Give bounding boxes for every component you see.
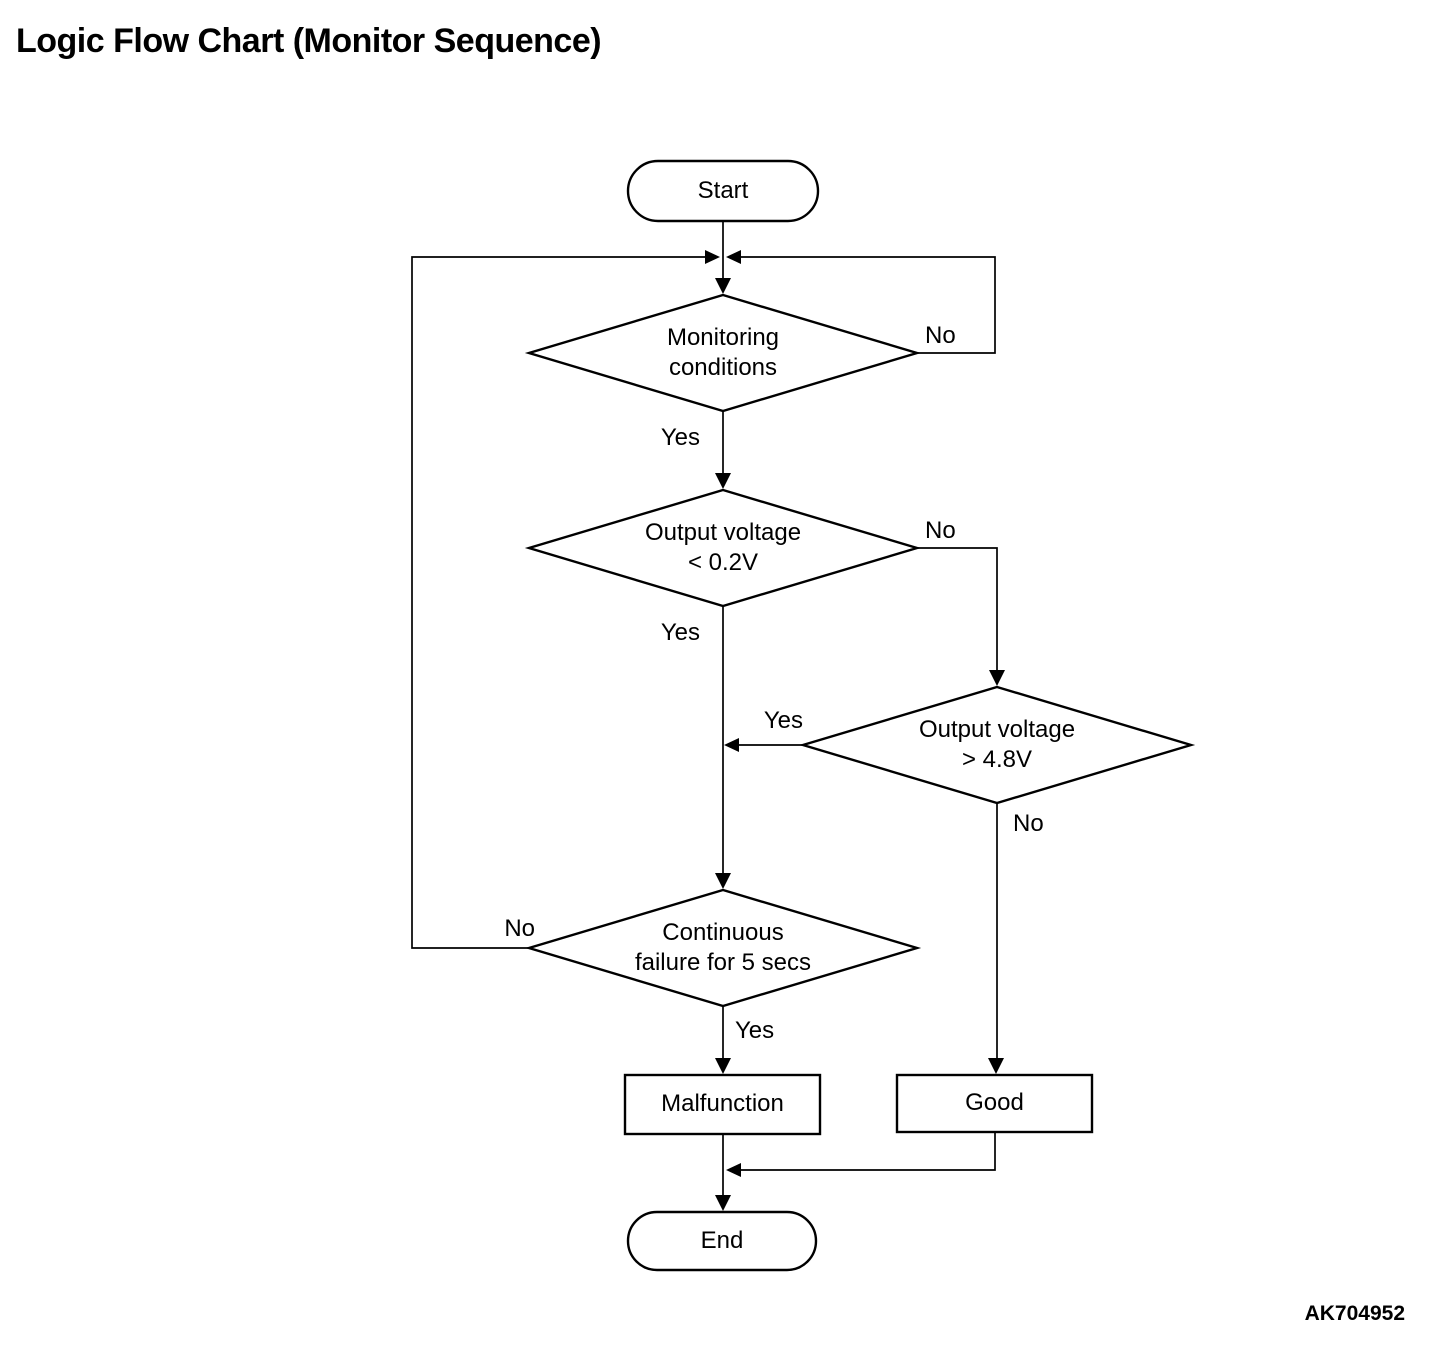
arrowhead-good-merge-icon [726, 1163, 741, 1177]
decision-monitoring-shape [524, 293, 922, 413]
good-node-label: Good [965, 1089, 1024, 1116]
arrowhead-into-continuous-icon [715, 873, 731, 889]
arrowhead-into-output-high-icon [989, 670, 1005, 686]
edge-label-output-low-yes: Yes [660, 619, 700, 646]
edge-label-output-high-no: No [1013, 810, 1044, 837]
arrowhead-into-monitoring-icon [715, 278, 731, 294]
page-title: Logic Flow Chart (Monitor Sequence) [16, 22, 602, 60]
decision-continuous-shape [524, 888, 922, 1008]
arrowhead-into-malfunction-icon [715, 1058, 731, 1074]
decision-continuous-label: Continuous failure for 5 secs [634, 919, 812, 976]
edge-label-continuous-yes: Yes [735, 1017, 775, 1044]
edge-continuous-no-loop-line [411, 256, 706, 949]
edge-output-low-no-line [917, 547, 998, 672]
malfunction-node-label: Malfunction [661, 1090, 784, 1117]
arrowhead-loop-right-icon [726, 250, 741, 264]
decision-monitoring-label: Monitoring conditions [666, 324, 780, 381]
edge-label-monitoring-no: No [925, 322, 956, 349]
end-node-shape [626, 1210, 818, 1272]
start-node-shape [626, 159, 820, 223]
end-node-label: End [700, 1227, 744, 1254]
node-shapes [524, 159, 1196, 1272]
decision-output-low-label: Output voltage < 0.2V [644, 519, 802, 576]
edge-good-merge-line [740, 1132, 996, 1171]
decision-output-high-shape [798, 685, 1196, 805]
edge-label-monitoring-yes: Yes [660, 424, 700, 451]
decision-output-low-shape [524, 488, 922, 608]
figure-code: AK704952 [1304, 1302, 1405, 1325]
edge-lines [411, 221, 998, 1197]
edge-label-continuous-no: No [504, 915, 535, 942]
edge-monitoring-no-loop-line [740, 256, 996, 354]
arrowhead-into-output-low-icon [715, 473, 731, 489]
arrowhead-into-good-icon [988, 1058, 1004, 1074]
decision-output-high-label: Output voltage > 4.8V [918, 716, 1076, 773]
start-node-label: Start [697, 177, 749, 204]
arrowheads [705, 250, 1005, 1211]
arrowhead-loop-left-icon [705, 250, 720, 264]
edge-label-output-low-no: No [925, 517, 956, 544]
malfunction-node-shape [623, 1073, 822, 1136]
good-node-shape [895, 1073, 1094, 1134]
arrowhead-into-end-icon [715, 1195, 731, 1211]
edge-label-output-high-yes: Yes [763, 707, 803, 734]
arrowhead-output-high-yes-icon [724, 738, 739, 752]
